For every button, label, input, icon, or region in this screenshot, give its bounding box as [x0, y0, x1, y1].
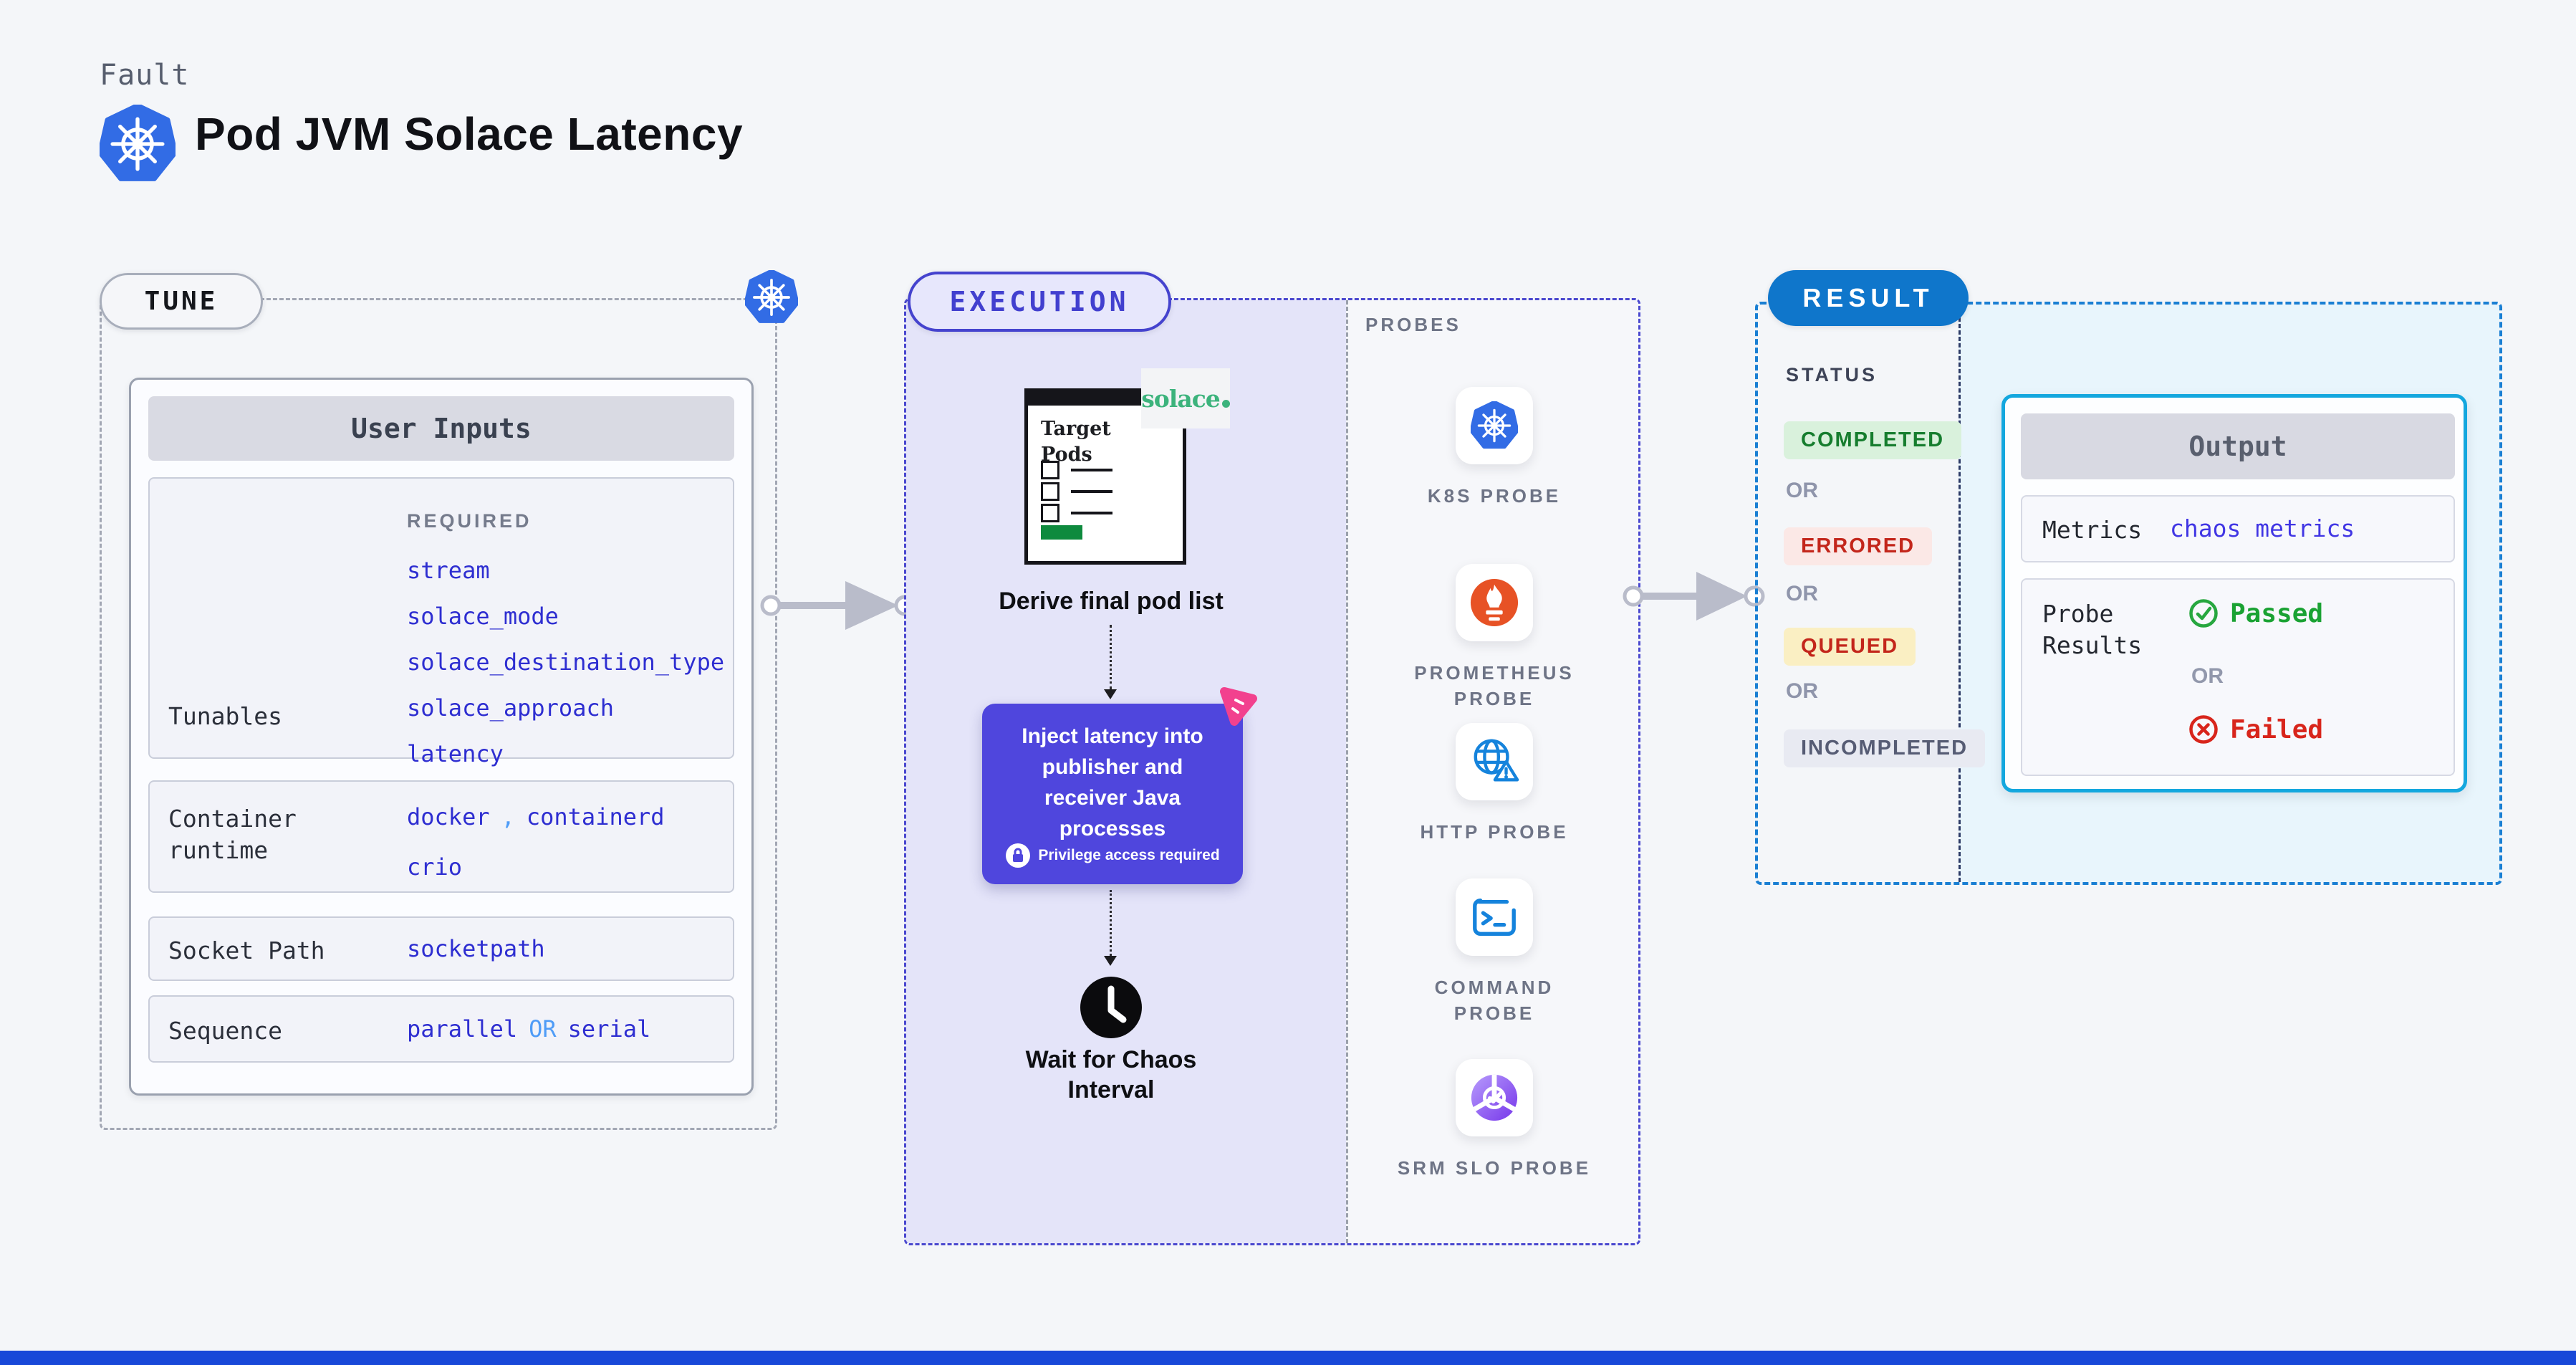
prometheus-icon	[1470, 578, 1519, 627]
tunables-row: Tunables REQUIRED stream solace_mode sol…	[148, 477, 734, 767]
tunable-value: solace_mode	[407, 603, 559, 630]
lock-icon	[1006, 843, 1031, 868]
target-pods-button	[1041, 525, 1082, 540]
probe-results-label: Probe Results	[2042, 600, 2143, 659]
checkbox-icon	[1041, 461, 1059, 479]
status-badge-errored: ERRORED	[1784, 527, 1933, 565]
check-circle-icon	[2189, 599, 2218, 628]
tunables-label: Tunables	[168, 702, 282, 730]
target-pod-checkbox-row	[1041, 482, 1112, 501]
chaos-experiment-icon	[1220, 687, 1257, 726]
solace-logo: solace	[1141, 368, 1230, 428]
execution-to-result-arrow	[1623, 572, 1765, 621]
container-runtime-values: docker,containerd	[407, 803, 665, 830]
checkbox-icon	[1041, 482, 1059, 501]
socket-path-value: socketpath	[407, 935, 545, 962]
socket-path-row: Socket Path socketpath	[148, 916, 734, 981]
fault-kicker: Fault	[100, 59, 190, 92]
output-header: Output	[2021, 413, 2455, 479]
probe-item-k8s: K8S PROBE	[1394, 387, 1595, 509]
metrics-value: chaos metrics	[2170, 514, 2355, 542]
user-inputs-header: User Inputs	[148, 396, 734, 461]
clock-icon	[1080, 977, 1142, 1038]
status-title: STATUS	[1786, 364, 1878, 385]
result-badge: RESULT	[1768, 270, 1969, 326]
tune-to-execution-arrow	[760, 581, 915, 630]
tune-badge: TUNE	[100, 273, 263, 330]
probes-title: PROBES	[1365, 314, 1461, 335]
container-runtime-label: Container runtime	[168, 805, 297, 864]
tunables-values: stream solace_mode solace_destination_ty…	[407, 547, 724, 777]
inject-latency-step: Inject latency into publisher and receiv…	[982, 704, 1243, 884]
or-label: OR	[1786, 582, 1818, 605]
or-label: OR	[1786, 679, 1818, 703]
container-runtime-value: crio	[407, 853, 463, 881]
container-runtime-row: Container runtime docker,containerd crio	[148, 780, 734, 893]
tune-section	[100, 298, 777, 1130]
srm-slo-icon	[1471, 1074, 1518, 1121]
status-badge-completed: COMPLETED	[1784, 421, 1962, 459]
target-pod-checkbox-row	[1041, 461, 1112, 479]
bottom-strip	[0, 1351, 2576, 1365]
tunable-value: latency	[407, 740, 504, 767]
arrow-down-icon	[1104, 956, 1117, 966]
probe-item-command: COMMAND PROBE	[1394, 878, 1595, 1026]
probe-results-row: Probe Results Passed OR Failed	[2021, 578, 2455, 776]
user-inputs-card: User Inputs Tunables REQUIRED stream sol…	[129, 378, 754, 1096]
metrics-row: Metrics chaos metrics	[2021, 495, 2455, 562]
tunable-value: solace_approach	[407, 694, 614, 722]
or-label: OR	[2191, 664, 2224, 688]
target-pod-checkbox-row	[1041, 504, 1112, 522]
or-label: OR	[1786, 479, 1818, 502]
output-card: Output Metrics chaos metrics Probe Resul…	[2001, 394, 2467, 792]
probe-item-http: HTTP PROBE	[1394, 723, 1595, 845]
flow-connector	[1110, 890, 1112, 956]
terminal-icon	[1473, 898, 1516, 937]
status-badge-queued: QUEUED	[1784, 628, 1916, 666]
tunable-value: solace_destination_type	[407, 648, 725, 676]
flow-connector	[1110, 625, 1112, 689]
metrics-label: Metrics	[2042, 516, 2143, 544]
http-globe-icon	[1474, 739, 1519, 782]
solace-dot-icon	[1221, 399, 1230, 408]
x-circle-icon	[2189, 715, 2218, 744]
result-divider	[1959, 305, 1961, 882]
probe-item-prometheus: PROMETHEUS PROBE	[1394, 564, 1595, 712]
arrow-down-icon	[1104, 689, 1117, 699]
page-title: Pod JVM Solace Latency	[195, 108, 744, 160]
kubernetes-icon	[100, 105, 176, 181]
privilege-note: Privilege access required	[982, 843, 1243, 868]
required-tag: REQUIRED	[407, 510, 532, 532]
sequence-label: Sequence	[168, 1017, 282, 1045]
tunable-value: stream	[407, 557, 490, 584]
passed-result: Passed	[2188, 598, 2323, 628]
kubernetes-corner-icon	[745, 270, 798, 323]
checkbox-icon	[1041, 504, 1059, 522]
failed-result: Failed	[2188, 714, 2323, 744]
derive-pod-list-step: Derive final pod list	[999, 588, 1224, 615]
wait-chaos-interval-step: Wait for Chaos Interval	[1025, 1046, 1197, 1103]
probe-item-srm-slo: SRM SLO PROBE	[1394, 1059, 1595, 1181]
status-badge-incompleted: INCOMPLETED	[1784, 729, 1986, 767]
kubernetes-icon	[1471, 401, 1518, 449]
execution-badge: EXECUTION	[908, 272, 1171, 332]
execution-probes-divider	[1346, 300, 1348, 1243]
socket-path-label: Socket Path	[168, 937, 325, 964]
